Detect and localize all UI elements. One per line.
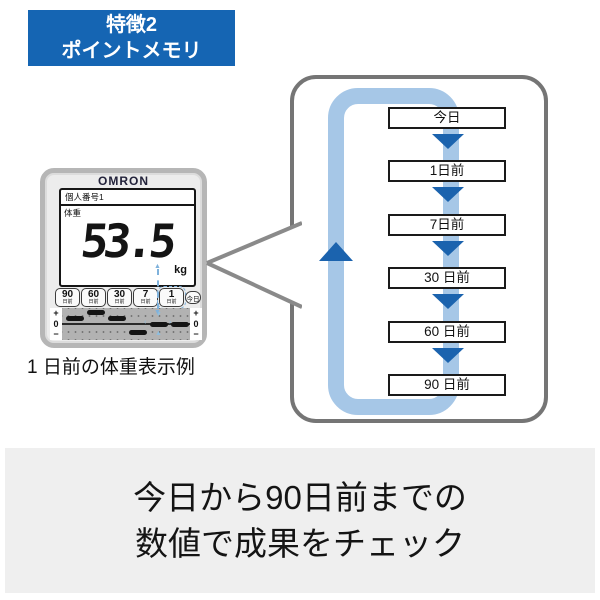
memory-button-suffix: 日前 xyxy=(88,299,99,305)
axis-label: + xyxy=(193,308,199,318)
flow-step-7日前: 7日前 xyxy=(388,213,506,236)
flow-step-60日前: 60 日前 xyxy=(388,320,506,343)
memory-button-value: 7 xyxy=(142,289,149,300)
memory-button-suffix: 日前 xyxy=(62,299,73,305)
flow-step-1日前: 1日前 xyxy=(388,160,506,183)
device-display: 個人番号1 体重 53.5 kg xyxy=(59,188,196,287)
graph-band: ▼ ▲ ‹ › xyxy=(62,308,190,340)
flow-step-30日前: 30 日前 xyxy=(388,267,506,290)
trend-bar-1日前 xyxy=(150,322,168,327)
badge-title: 特徴2 xyxy=(105,13,158,36)
memory-button-suffix: 日前 xyxy=(114,299,125,305)
axis-label: − xyxy=(53,329,59,339)
zero-line-icon xyxy=(62,323,190,325)
memory-flow-panel: 今日 1日前 7日前 30 日前 60 日前 90 日前 xyxy=(290,75,548,423)
memory-button-suffix: 日前 xyxy=(166,299,177,305)
highlight-mark-icon: › xyxy=(169,319,172,326)
weight-value: 53.5 xyxy=(78,214,175,268)
memory-button-value: 1 xyxy=(168,289,175,300)
selection-up-arrow-icon: ▲ xyxy=(154,263,161,270)
brand-logo: OMRON xyxy=(98,174,149,188)
trend-graph: +0− ▼▲‹› +0− xyxy=(50,308,202,340)
down-arrow-icon xyxy=(432,294,464,310)
axis-label: − xyxy=(193,329,199,339)
today-button[interactable]: 今日 xyxy=(185,291,201,304)
down-arrow-icon xyxy=(432,347,464,363)
axis-label: 0 xyxy=(193,318,199,329)
memory-button-suffix: 日前 xyxy=(140,299,151,305)
highlight-mark-icon: ▲ xyxy=(155,330,162,337)
flow-step-today: 今日 xyxy=(388,107,506,129)
selection-indicator-line xyxy=(157,269,159,309)
trend-bar-今日 xyxy=(171,322,189,327)
profile-label: 個人番号1 xyxy=(61,190,194,206)
loop-up-arrowhead-icon xyxy=(319,242,353,261)
axis-left: +0− xyxy=(50,308,62,340)
caption: 1 日前の体重表示例 xyxy=(27,357,195,378)
weight-unit: kg xyxy=(174,264,187,276)
badge-subtitle: ポイントメモリ xyxy=(61,39,202,62)
trend-bar-60日前 xyxy=(87,310,105,315)
flow-step-90日前: 90 日前 xyxy=(388,374,506,396)
trend-bar-7日前 xyxy=(129,330,147,335)
memory-button-value: 60 xyxy=(87,289,100,300)
trend-bar-30日前 xyxy=(108,316,126,321)
axis-right: +0− xyxy=(190,308,202,340)
selection-down-arrow-icon: ▼ xyxy=(154,309,161,316)
metric-label: 体重 xyxy=(64,208,82,218)
down-arrow-icon xyxy=(432,240,464,256)
pointer-wedge-icon xyxy=(206,221,302,309)
feature-badge: 特徴2 ポイントメモリ xyxy=(28,10,235,66)
footer-line1: 今日から90日前までの xyxy=(133,478,467,516)
down-arrow-icon xyxy=(432,134,464,149)
footer-message: 今日から90日前までの 数値で成果をチェック xyxy=(5,448,595,593)
highlight-mark-icon: ▼ xyxy=(155,311,162,318)
highlight-mark-icon: ‹ xyxy=(144,319,147,326)
down-arrow-icon xyxy=(432,187,464,203)
memory-button-value: 30 xyxy=(113,289,126,300)
trend-bar-90日前 xyxy=(66,316,84,321)
memory-button-value: 90 xyxy=(61,289,74,300)
footer-line2: 数値で成果をチェック xyxy=(135,524,465,562)
axis-label: + xyxy=(53,308,59,318)
axis-label: 0 xyxy=(53,318,59,329)
